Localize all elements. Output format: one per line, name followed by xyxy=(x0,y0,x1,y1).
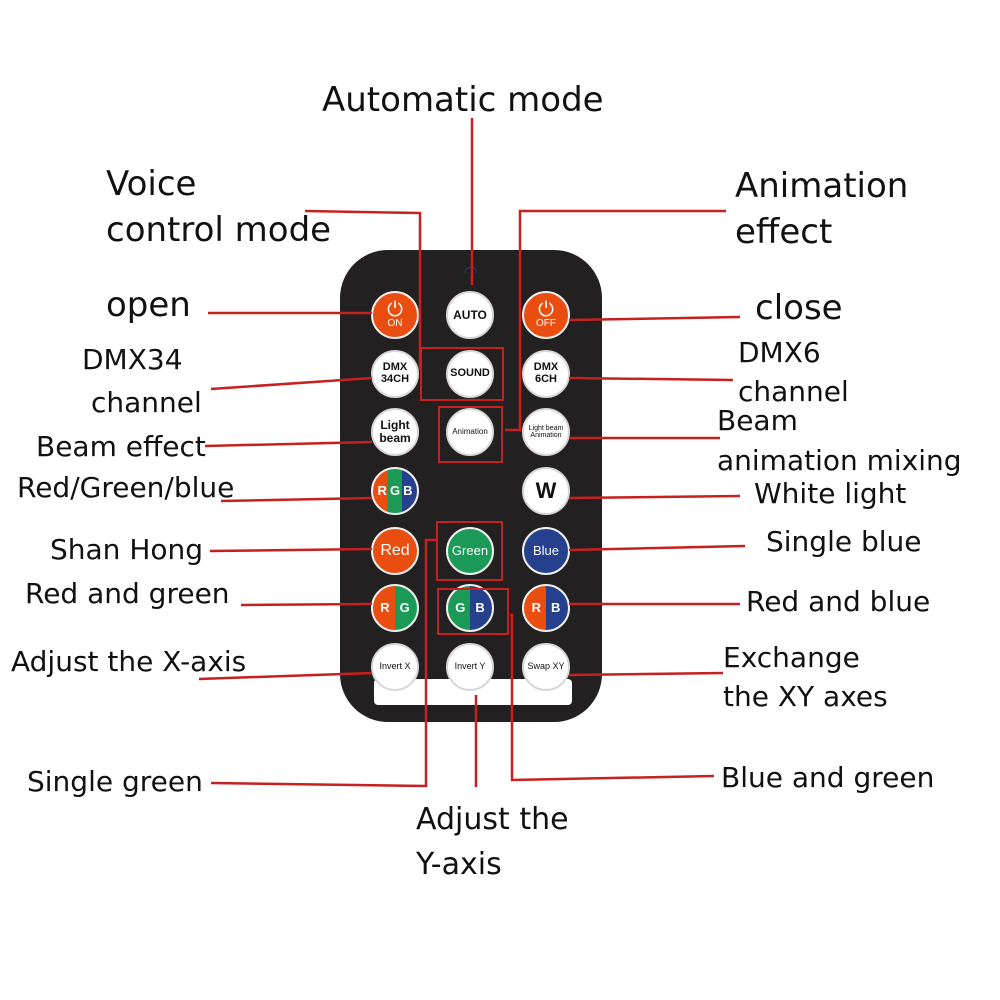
label-close: close xyxy=(755,288,843,328)
label-red-and-blue: Red and blue xyxy=(746,585,931,618)
label-exchange-line2: the XY axes xyxy=(723,680,888,713)
label-dmx6-line2: channel xyxy=(738,375,849,408)
green-button[interactable]: Green xyxy=(446,527,494,575)
dmx34-button[interactable]: DMX 34CH xyxy=(371,350,419,398)
label-beam-effect: Beam effect xyxy=(36,430,206,463)
label-dmx34-line1: DMX34 xyxy=(82,343,183,376)
on-button[interactable]: ⏻ ON xyxy=(371,291,419,339)
power-icon: ⏻ xyxy=(538,298,554,321)
rg-g: G xyxy=(399,600,410,616)
sound-button[interactable]: SOUND xyxy=(446,350,494,398)
label-adjust-y-line1: Adjust the xyxy=(416,802,569,837)
label-blue-and-green: Blue and green xyxy=(721,761,935,794)
label-single-blue: Single blue xyxy=(766,525,922,558)
rg-button[interactable]: R G xyxy=(371,584,419,632)
rb-r: R xyxy=(531,600,541,616)
auto-button[interactable]: AUTO xyxy=(446,291,494,339)
label-voice-line1: Voice xyxy=(106,164,197,204)
label-red-green-blue: Red/Green/blue xyxy=(17,471,235,504)
wireless-signal-icon: ◠ xyxy=(464,262,478,281)
rgb-b: B xyxy=(403,483,413,499)
label-beam-animation-line1: Beam xyxy=(717,404,798,437)
swap-xy-button[interactable]: Swap XY xyxy=(522,643,570,691)
green-highlight-box xyxy=(436,521,503,581)
gb-g: G xyxy=(455,600,466,616)
label-adjust-x: Adjust the X-axis xyxy=(11,645,247,678)
rgb-g: G xyxy=(389,483,401,499)
gb-highlight-box xyxy=(437,588,509,635)
sound-highlight-box xyxy=(420,347,504,401)
label-exchange-line1: Exchange xyxy=(723,641,860,674)
light-beam-animation-line2: Animation xyxy=(530,432,562,439)
label-animation-effect-line2: effect xyxy=(735,212,833,252)
gb-b: B xyxy=(475,600,485,616)
red-button[interactable]: Red xyxy=(371,527,419,575)
white-light-button[interactable]: W xyxy=(522,467,570,515)
label-automatic-mode: Automatic mode xyxy=(322,80,604,120)
gb-button[interactable]: G B xyxy=(446,584,494,632)
label-white-light: White light xyxy=(754,477,907,510)
dmx6-button[interactable]: DMX 6CH xyxy=(522,350,570,398)
light-beam-button[interactable]: Light beam xyxy=(371,408,419,456)
power-icon: ⏻ xyxy=(387,298,403,321)
off-button[interactable]: ⏻ OFF xyxy=(522,291,570,339)
blue-button[interactable]: Blue xyxy=(522,527,570,575)
label-beam-animation-line2: animation mixing xyxy=(717,444,962,477)
label-single-green: Single green xyxy=(27,765,203,798)
label-dmx34-line2: channel xyxy=(91,386,202,419)
label-voice-line2: control mode xyxy=(106,210,332,250)
off-button-label: OFF xyxy=(536,317,556,329)
rb-button[interactable]: R B xyxy=(522,584,570,632)
label-open: open xyxy=(106,285,191,325)
rgb-button[interactable]: R G B xyxy=(371,467,419,515)
invert-x-button[interactable]: Invert X xyxy=(371,643,419,691)
rg-r: R xyxy=(380,600,390,616)
label-dmx6-line1: DMX6 xyxy=(738,336,821,369)
light-beam-animation-button[interactable]: Light beam Animation xyxy=(522,408,570,456)
dmx6-line2: 6CH xyxy=(534,373,557,385)
invert-y-button[interactable]: Invert Y xyxy=(446,643,494,691)
label-red-and-green: Red and green xyxy=(25,577,230,610)
label-shan-hong: Shan Hong xyxy=(50,533,204,566)
rb-b: B xyxy=(551,600,561,616)
label-adjust-y-line2: Y-axis xyxy=(416,847,502,882)
light-beam-line2: beam xyxy=(379,431,411,445)
light-beam-animation-line1: Light beam xyxy=(528,424,564,432)
animation-highlight-box xyxy=(438,406,503,463)
rgb-r: R xyxy=(377,483,387,499)
dmx34-line2: 34CH xyxy=(380,373,410,385)
light-beam-line1: Light xyxy=(380,418,410,433)
label-animation-effect-line1: Animation xyxy=(735,166,909,206)
animation-button[interactable]: Animation xyxy=(446,408,494,456)
on-button-label: ON xyxy=(387,317,403,329)
